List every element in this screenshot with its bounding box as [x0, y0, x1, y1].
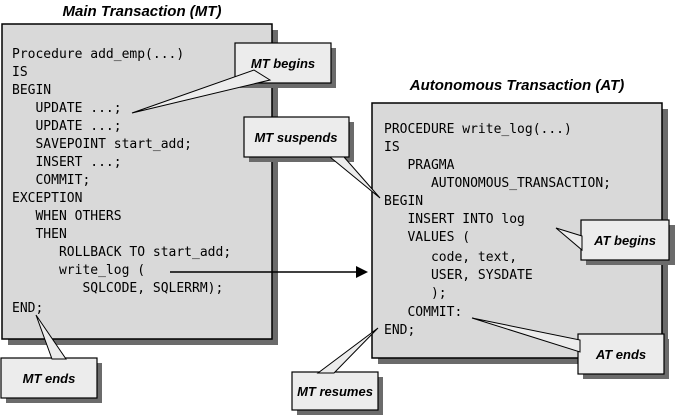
at-code-line: COMMIT: — [384, 305, 462, 320]
callout-label: MT resumes — [297, 384, 373, 399]
mt-code-line: Procedure add_emp(...) — [12, 47, 184, 62]
at-code-line: PROCEDURE write_log(...) — [384, 122, 572, 137]
mt-code-line: BEGIN — [12, 83, 51, 98]
mt-code-line: SAVEPOINT start_add; — [12, 137, 192, 152]
at-title: Autonomous Transaction (AT) — [409, 77, 624, 94]
at-code-line: END; — [384, 323, 415, 338]
call-arrow — [170, 266, 368, 278]
callout-mt-ends: MT ends — [0, 314, 102, 403]
callout-mt-resumes: MT resumes — [291, 327, 383, 415]
at-code-line: PRAGMA — [384, 158, 455, 173]
mt-code-line: THEN — [12, 227, 67, 242]
mt-code-line: WHEN OTHERS — [12, 209, 122, 224]
mt-code-line: EXCEPTION — [12, 191, 82, 206]
at-code-line: code, text, — [384, 250, 517, 265]
mt-code-line: UPDATE ...; — [12, 119, 122, 134]
mt-code-line: INSERT ...; — [12, 155, 122, 170]
callout-label: MT ends — [23, 371, 76, 386]
at-code-line: IS — [384, 140, 400, 155]
mt-code-line: ROLLBACK TO start_add; — [12, 245, 231, 260]
mt-code-line: END; — [12, 301, 43, 316]
mt-code-line: COMMIT; — [12, 173, 90, 188]
mt-code-line: UPDATE ...; — [12, 101, 122, 116]
at-code-line: USER, SYSDATE — [384, 268, 533, 283]
callout-at-begins: AT begins — [555, 219, 675, 265]
callout-label: AT ends — [595, 347, 646, 362]
at-code-line: VALUES ( — [384, 230, 470, 245]
callout-label: AT begins — [593, 233, 656, 248]
at-code: PROCEDURE write_log(...) IS PRAGMA AUTON… — [384, 122, 611, 338]
callout-mt-suspends: MT suspends — [243, 116, 381, 199]
mt-code-line: IS — [12, 65, 28, 80]
at-code-line: BEGIN — [384, 194, 423, 209]
callout-at-ends: AT ends — [471, 317, 669, 379]
mt-code-line: SQLCODE, SQLERRM); — [12, 281, 223, 296]
at-code-line: ); — [384, 286, 447, 301]
at-code-line: AUTONOMOUS_TRANSACTION; — [384, 176, 611, 191]
mt-code-line: write_log ( — [12, 263, 145, 278]
mt-code: Procedure add_emp(...) IS BEGIN UPDATE .… — [12, 47, 231, 316]
mt-code-box — [1, 23, 273, 340]
callout-label: MT begins — [251, 56, 315, 71]
callout-mt-begins: MT begins — [131, 42, 336, 114]
mt-title: Main Transaction (MT) — [63, 3, 222, 20]
at-code-line: INSERT INTO log — [384, 212, 525, 227]
callout-label: MT suspends — [254, 130, 337, 145]
